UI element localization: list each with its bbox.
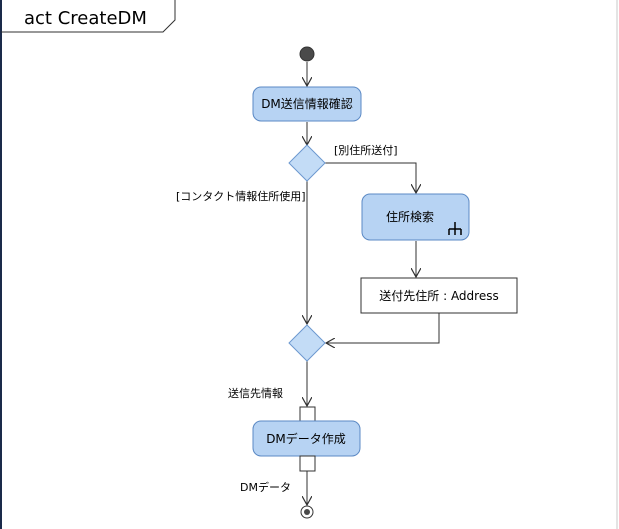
merge-node [288, 324, 326, 362]
frame-tab [1, 0, 176, 33]
object-node-address: 送付先住所 : Address [360, 277, 518, 314]
initial-node [299, 46, 315, 62]
final-node [300, 505, 314, 519]
action-check-label: DM送信情報確認 [261, 96, 353, 111]
output-pin [299, 455, 316, 472]
frame-title: act CreateDM [24, 8, 147, 29]
action-search-label: 住所検索 [386, 210, 434, 224]
output-pin-label: DMデータ [240, 480, 291, 494]
action-search: 住所検索 [361, 193, 470, 241]
input-pin [299, 406, 316, 423]
flows [307, 62, 440, 505]
call-behavior-icon [448, 222, 462, 235]
guard-other-address: [別住所送付] [334, 143, 398, 157]
action-check: DM送信情報確認 [252, 86, 362, 122]
action-create: DMデータ作成 [252, 420, 361, 457]
flow-decision-to-search [325, 162, 416, 193]
object-node-label: 送付先住所 : Address [379, 288, 498, 303]
decision-node [288, 144, 326, 182]
action-create-label: DMデータ作成 [266, 431, 346, 446]
guard-contact-address: [コンタクト情報住所使用] [176, 189, 306, 203]
input-pin-label: 送信先情報 [228, 386, 283, 400]
flow-object-to-merge [326, 313, 440, 343]
